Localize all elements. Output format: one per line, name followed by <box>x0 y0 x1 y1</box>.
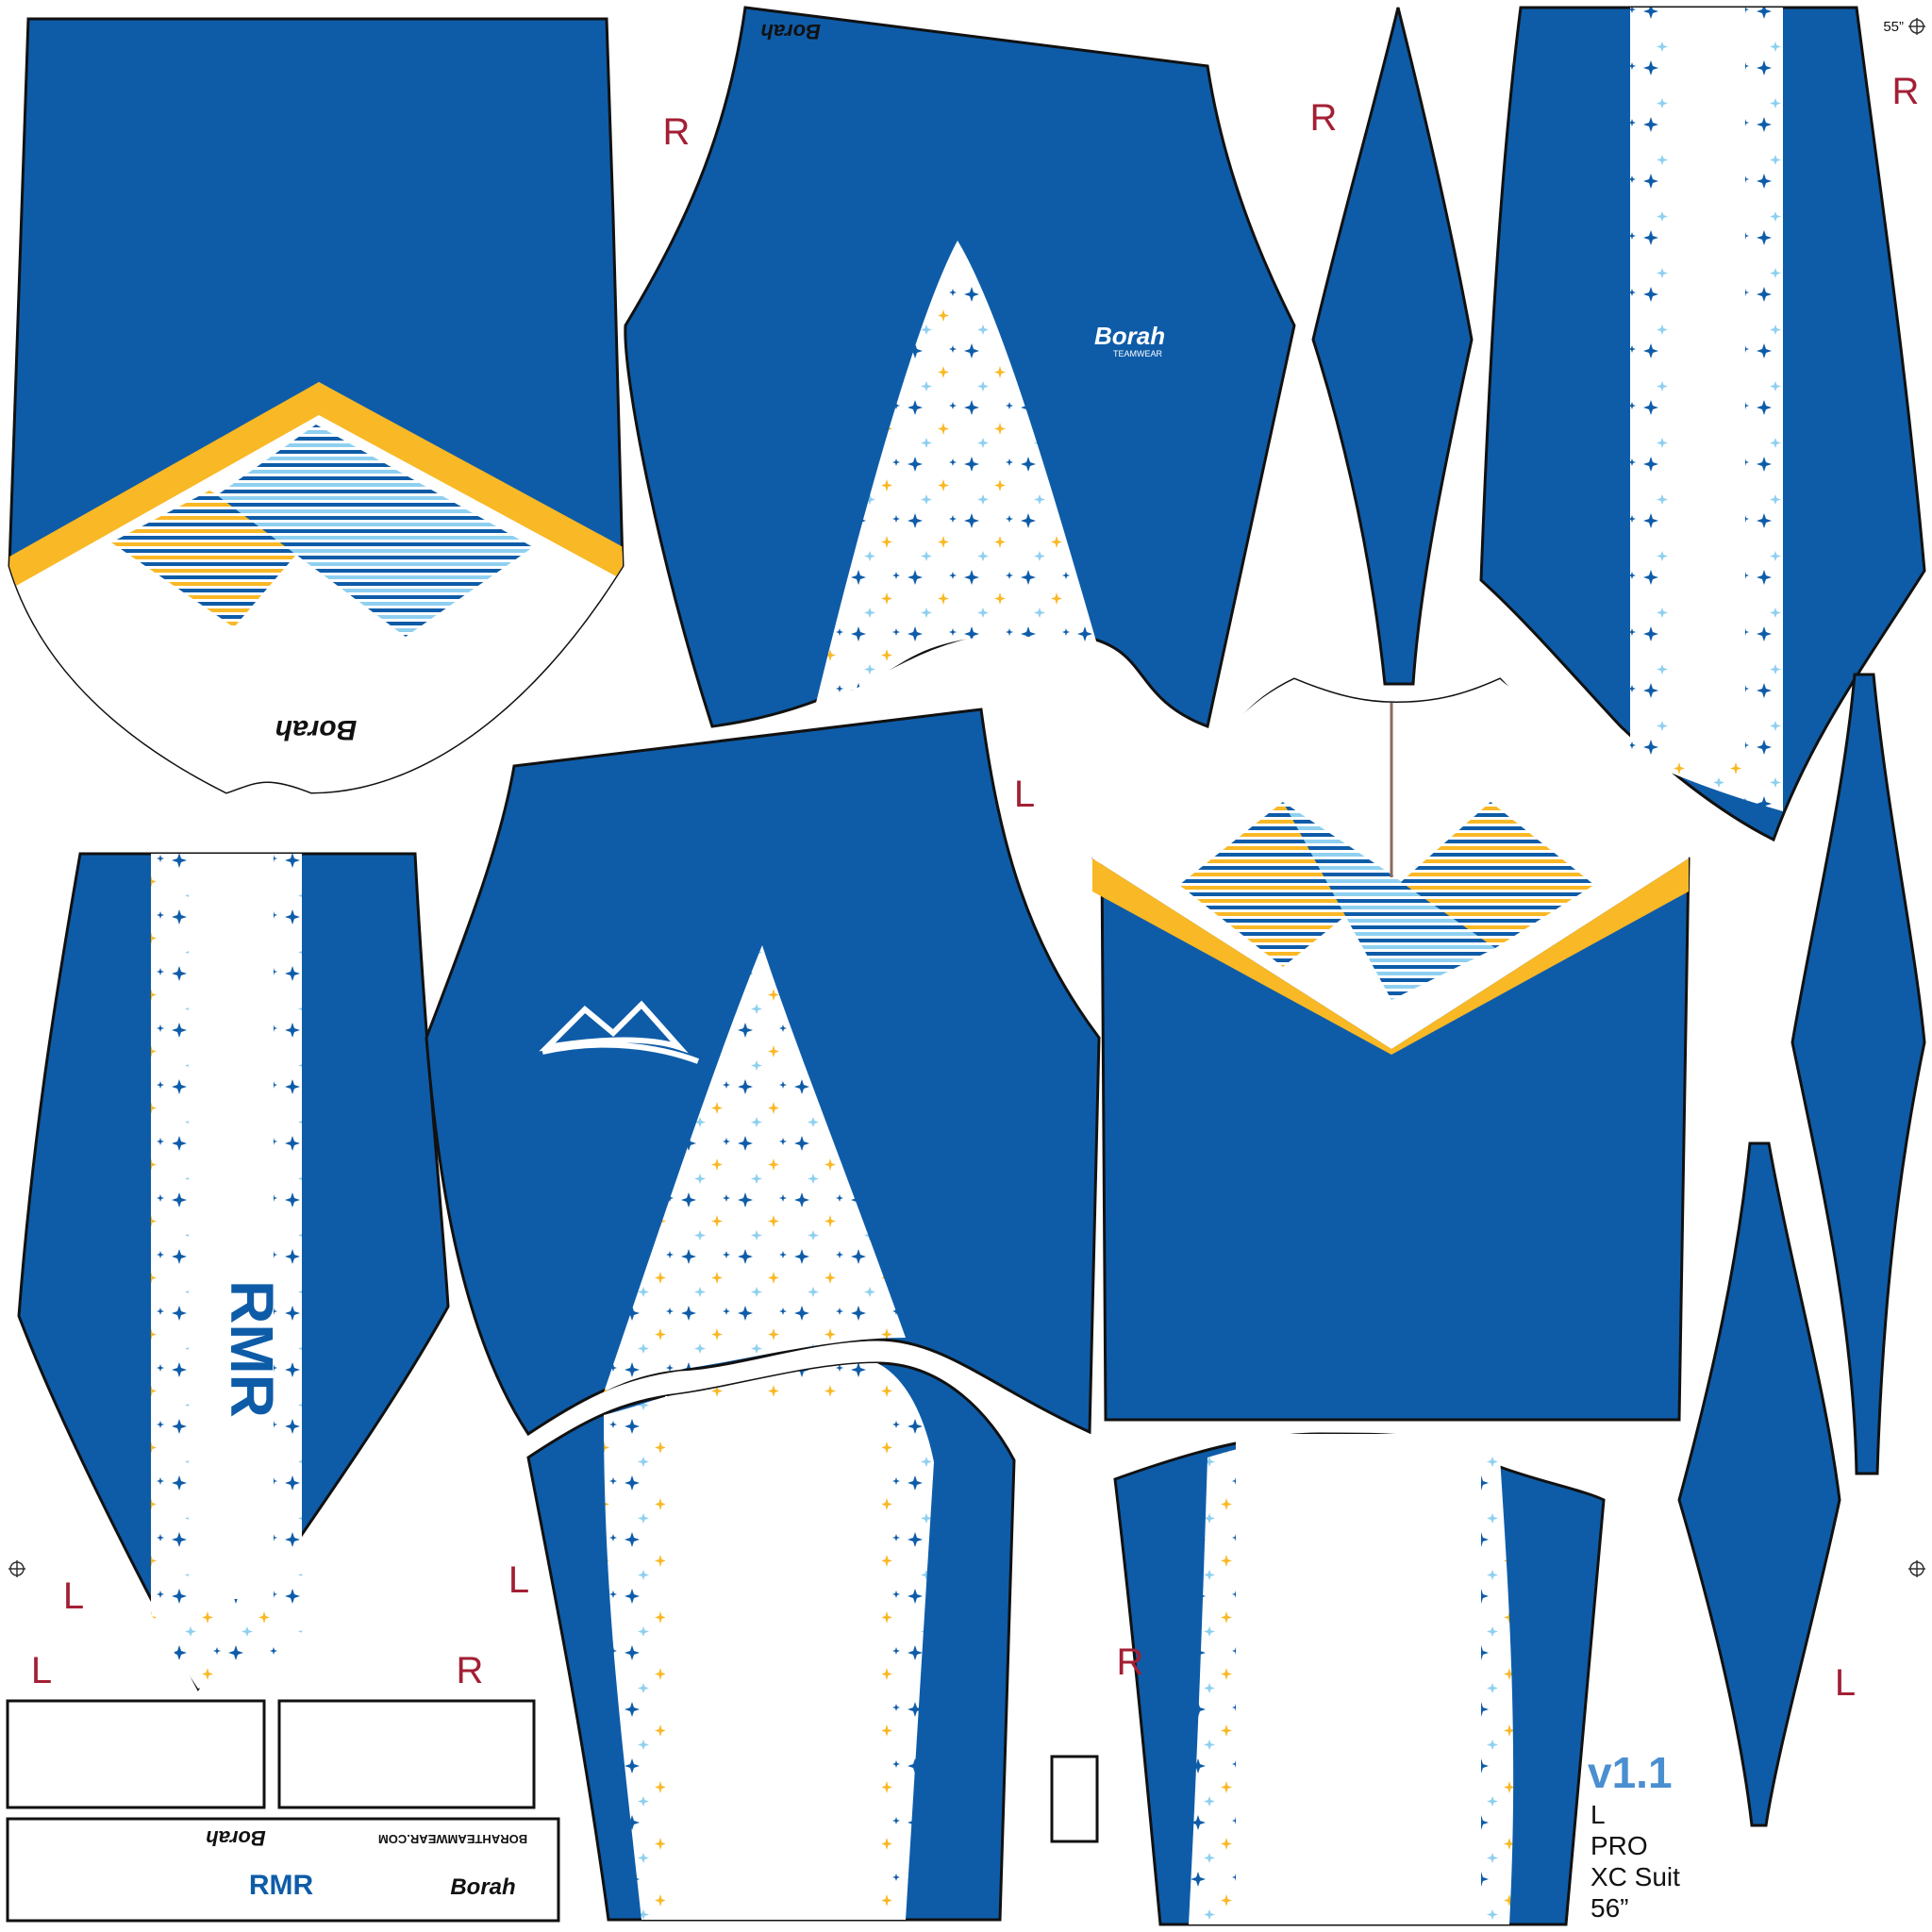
trim-box-left <box>6 1699 266 1809</box>
sleeve-left-lower <box>526 1361 1016 1922</box>
registration-crosshair-icon <box>8 1560 25 1577</box>
sleeve-logo: Borah TEAMWEAR <box>1094 322 1165 358</box>
side-label-6: L <box>508 1559 529 1601</box>
mountain-logo <box>539 1000 700 1064</box>
sleeve-right-lower <box>1113 1432 1606 1926</box>
side-label-5: L <box>63 1575 84 1617</box>
back-panel: Borah <box>8 17 625 794</box>
mountain-logo-icon <box>539 1000 689 1054</box>
side-panel-upper <box>1311 7 1474 686</box>
registration-crosshair-icon <box>1908 1560 1925 1577</box>
waistband-website: BORAHTEAMWEAR.COM <box>378 1832 527 1846</box>
waistband-tag-logo: Borah <box>206 1826 266 1850</box>
top-right-measure: 55” <box>1883 19 1904 35</box>
side-label-10: L <box>1835 1662 1856 1704</box>
waistband-strip: RMR Borah BORAHTEAMWEAR.COM Borah <box>6 1817 560 1923</box>
sleeve-left-upper <box>425 708 1101 1437</box>
side-label-3: R <box>1892 71 1920 112</box>
leg-team-mark: RMR <box>218 1280 286 1418</box>
waistband-logo: Borah <box>450 1874 515 1900</box>
front-panel <box>1091 677 1690 1422</box>
sleeve-logo-subtext: TEAMWEAR <box>1113 349 1163 358</box>
side-label-1: R <box>663 111 691 153</box>
side-label-8: R <box>457 1650 484 1691</box>
trim-box-right <box>277 1699 536 1809</box>
waistband-team-mark: RMR <box>249 1870 314 1901</box>
info-size: L <box>1591 1800 1606 1829</box>
sleeve-logo-text: Borah <box>1094 322 1165 350</box>
side-panel-lower <box>1677 1141 1841 1827</box>
sleeve-tag-logo: Borah <box>760 20 821 43</box>
info-version: v1.1 <box>1588 1748 1673 1797</box>
registration-crosshair-icon <box>1908 18 1925 35</box>
small-label-box <box>1050 1755 1099 1843</box>
info-line: PRO <box>1591 1831 1648 1860</box>
side-label-7: L <box>31 1650 52 1691</box>
back-logo-text: Borah <box>275 714 358 745</box>
info-block: v1.1 L PRO XC Suit 56” <box>1588 1748 1680 1923</box>
info-product: XC Suit <box>1591 1862 1680 1891</box>
leg-panel-right-upper <box>1479 6 1926 842</box>
info-measure: 56” <box>1591 1893 1628 1923</box>
leg-panel-left: RMR <box>17 852 450 1691</box>
side-label-4: L <box>1014 774 1035 815</box>
side-label-2: R <box>1310 97 1338 139</box>
sleeve-right-upper: Borah TEAMWEAR Borah <box>624 6 1296 729</box>
side-panel-right <box>1790 673 1926 1475</box>
side-label-9: R <box>1117 1641 1144 1683</box>
